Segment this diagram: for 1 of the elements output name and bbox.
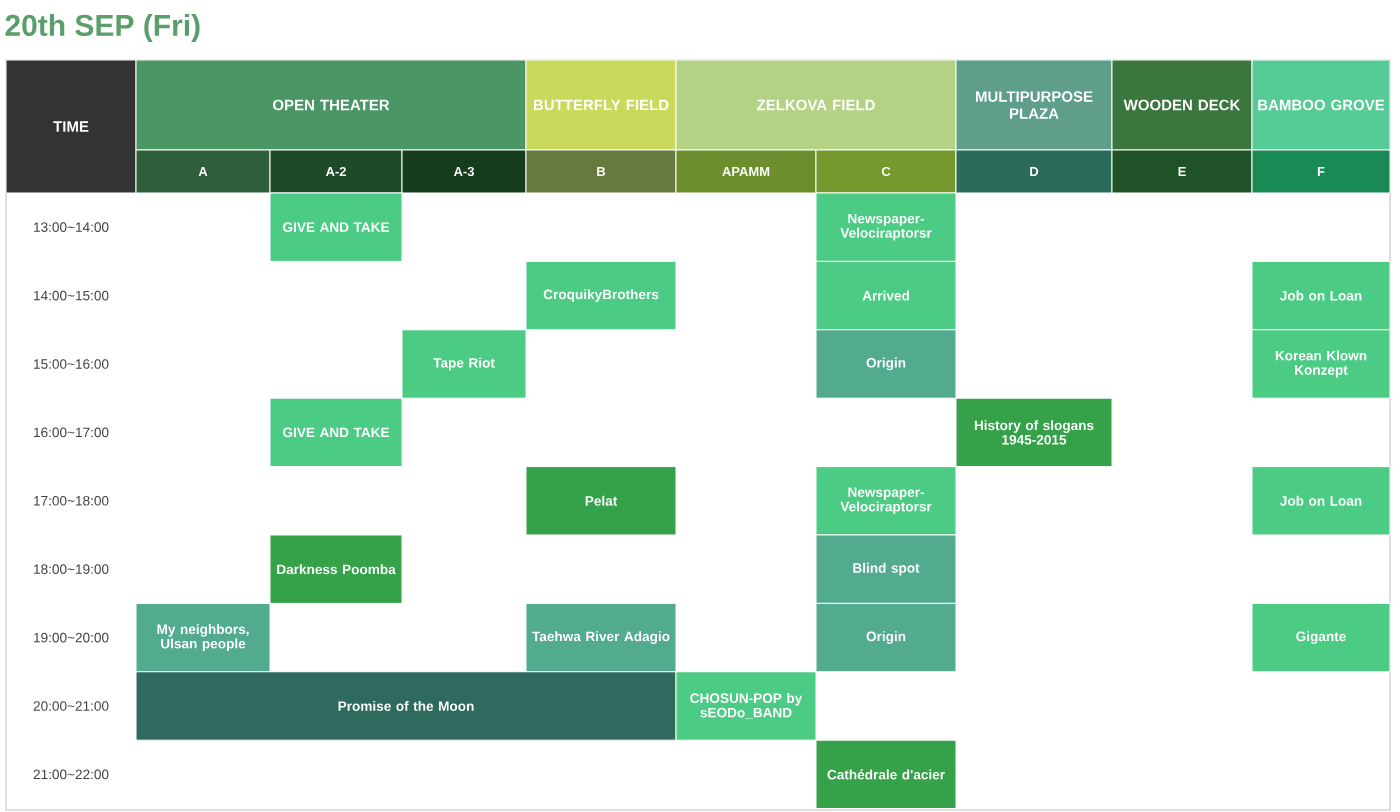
title: 20th SEP (Fri) xyxy=(5,14,200,42)
